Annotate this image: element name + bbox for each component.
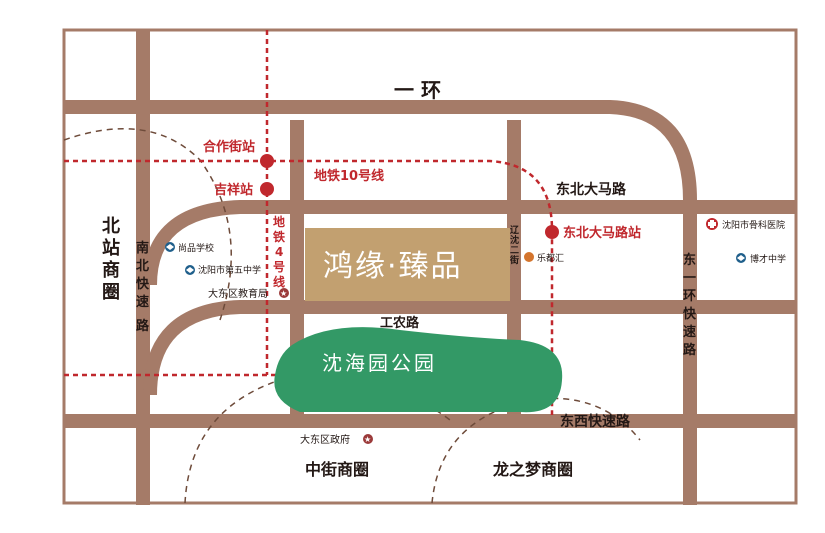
metro-line4-char: 4 [275,245,283,259]
poi-gukeyiyuan: 沈阳市骨科医院 [706,218,785,231]
poi-bocai-label: 博才中学 [750,253,786,265]
poi-zhengfu-label: 大东区政府 [300,433,350,446]
beizhan-char: 站 [102,237,120,259]
metro-line10-label: 地铁10号线 [314,168,384,184]
metro-layer [64,30,554,415]
poi-jiaoyuju-label: 大东区教育局 [208,287,268,300]
gongnong-label: 工农路 [380,315,420,331]
poi-leduhui-label: 乐都汇 [537,252,564,264]
star-icon-glyph: ★ [280,289,287,298]
station-hezuo: 合作街站 [203,139,274,168]
school-icon-cap [186,267,194,273]
poi-shangpin: 尚品学校 [165,242,214,254]
dongxi-label: 东西快速路 [560,413,631,430]
dongyi-char: 环 [683,289,696,304]
poi-leduhui: 乐都汇 [524,252,564,264]
park-name: 沈海园公园 [322,351,437,375]
gongnong-road [143,300,796,396]
station-jixiang: 吉祥站 [214,182,274,198]
hospital-icon-cross [708,220,716,228]
park-area [274,327,563,413]
liaoshen-char: 二 [510,246,519,256]
station-jixiang-icon [260,182,274,196]
project-name: 鸿缘·臻品 [323,249,463,284]
nanbei-char: 南 [136,240,149,256]
beizhan-char: 北 [102,216,120,237]
poi-gukeyiyuan-label: 沈阳市骨科医院 [722,219,785,231]
dongyi-char: 速 [683,324,696,340]
school-icon-cap [737,255,745,261]
poi-shangpin-label: 尚品学校 [178,242,214,254]
star-icon [363,434,373,444]
station-dongbei-label: 东北大马路站 [563,225,641,241]
star-icon-glyph: ★ [364,435,371,444]
metro-line4-label: 地 铁 4 号 线 [273,214,285,289]
dongbei-dama-label: 东北大马路 [556,181,627,198]
project-block [305,228,510,301]
station-dongbei-icon [545,225,559,239]
nanbei-char: 路 [136,318,150,334]
longzhimeng-circle [431,397,641,504]
metro-line10 [64,159,554,415]
school-icon-cap [166,244,174,250]
station-hezuo-label: 合作街站 [203,139,255,155]
poi-jiaoyuju: ★ 大东区教育局 [208,287,289,300]
poi-wuzhong: 沈阳市第五中学 [185,264,261,276]
dongyi-char: 东 [683,252,696,268]
dongyi-char: 一 [683,271,696,286]
beizhan-char: 圈 [102,282,120,303]
station-jixiang-label: 吉祥站 [214,182,253,198]
liaoshen-char: 街 [509,254,519,266]
zhongjie-label: 中街商圈 [305,460,369,479]
nanbei-char: 北 [136,259,149,274]
mall-icon [524,252,534,262]
nanbei-label: 南 北 快 速 路 [136,240,150,334]
longzhimeng-label: 龙之梦商圈 [492,460,573,479]
nanbei-char: 快 [136,276,150,292]
ring1-road [64,100,697,505]
poi-wuzhong-label: 沈阳市第五中学 [198,264,261,276]
liaoshen-label: 辽 沈 二 街 [509,224,520,266]
star-icon [279,288,289,298]
nanbei-char: 速 [136,294,149,310]
dongyi-char: 路 [683,342,697,358]
poi-zhengfu: ★ 大东区政府 [300,433,373,446]
metro-line4-char: 铁 [273,229,285,244]
station-dongbei: 东北大马路站 [545,225,641,241]
liaoshen-char: 辽 [510,224,520,236]
dongyi-label: 东 一 环 快 速 路 [683,252,697,358]
dongyi-char: 快 [683,306,697,322]
metro-line4-char: 号 [273,259,285,274]
beizhan-char: 商 [102,259,120,281]
poi-bocai: 博才中学 [736,253,786,265]
dongbei-dama-road [143,200,796,286]
station-hezuo-icon [260,154,274,168]
metro-line4-char: 线 [273,274,285,289]
metro-line4-char: 地 [273,214,285,229]
beizhan-label: 北 站 商 圈 [102,216,120,303]
liaoshen-char: 沈 [510,234,519,246]
ring1-label: 一 环 [394,78,441,102]
